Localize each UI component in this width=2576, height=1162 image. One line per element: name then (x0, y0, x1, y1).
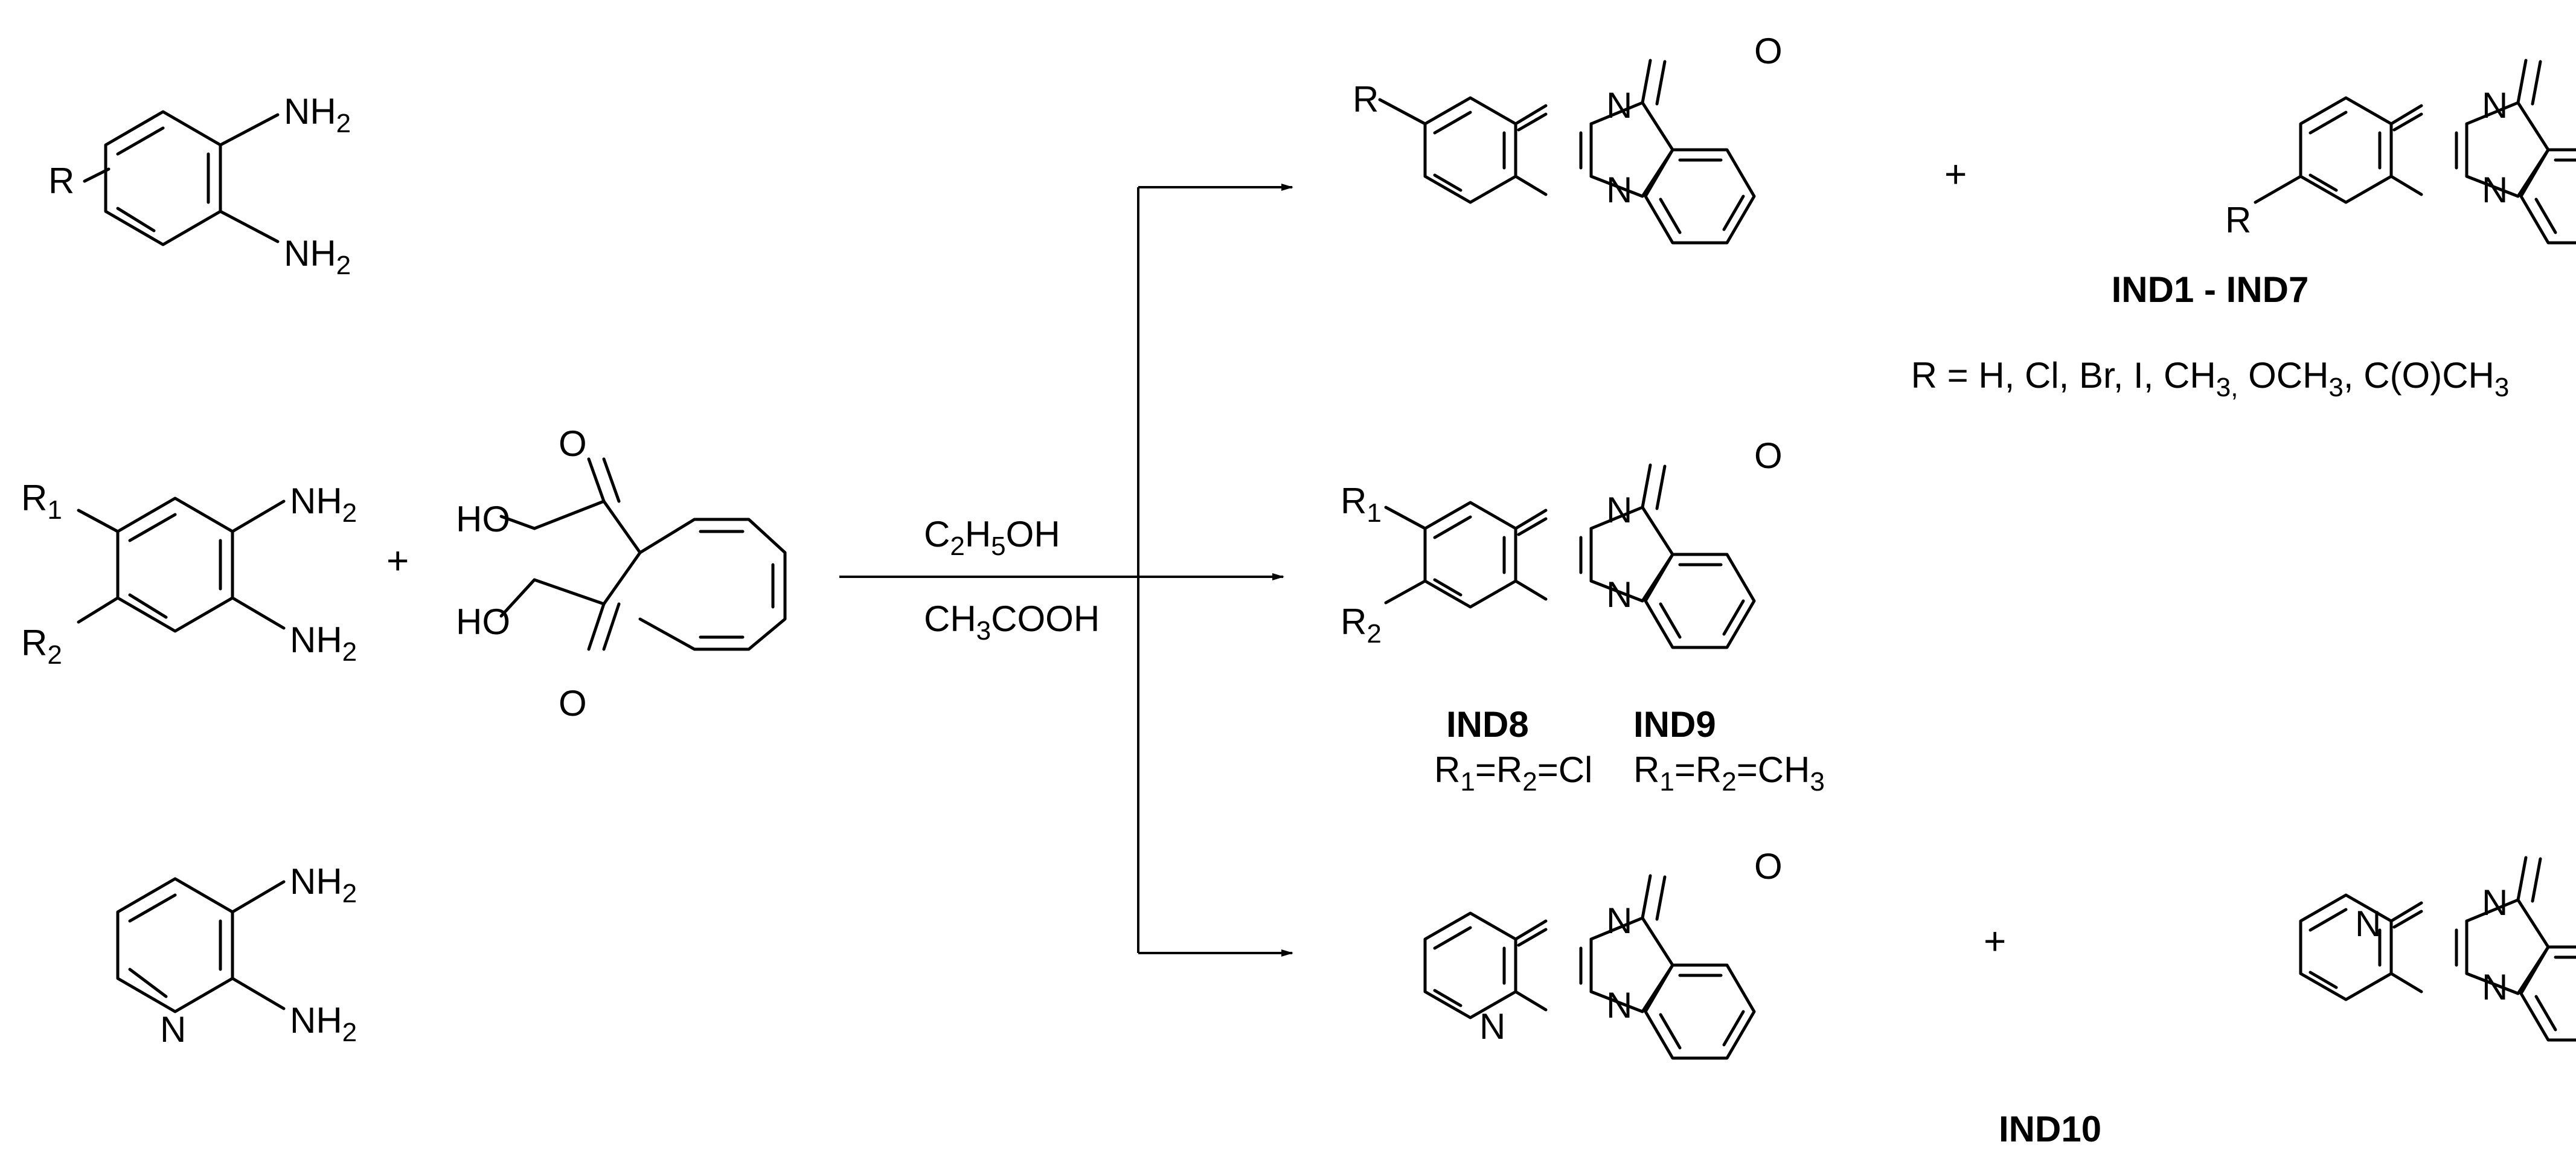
nitrogen-bottom: N (1606, 170, 1632, 210)
solvent-label: C2H5OH (924, 514, 1060, 561)
r2-label: R2 (21, 623, 62, 670)
ind8-substituents: R1=R2=Cl (1434, 750, 1592, 797)
oxygen: O (1754, 846, 1783, 887)
r-label: R (2225, 200, 2251, 240)
r-label: R (1353, 79, 1379, 120)
product-ind10-a: N N N O (1425, 846, 1783, 1058)
nh2-bottom-label: NH2 (290, 620, 357, 667)
nh2-top-label: NH2 (284, 91, 351, 138)
nitrogen-bottom: N (2482, 967, 2508, 1007)
product-ind1-7-b: R N N O (2225, 31, 2576, 243)
ho-bottom: HO (456, 602, 510, 642)
product-ind10-b: N N N O (2301, 828, 2576, 1040)
oxygen-top: O (559, 423, 587, 464)
ind8-label: IND8 (1446, 704, 1529, 745)
reactant-diaminopyridine: N NH2 NH2 (116, 861, 357, 1050)
pyridine-n: N (160, 1009, 186, 1050)
ind9-substituents: R1=R2=CH3 (1633, 750, 1825, 797)
acid-label: CH3COOH (924, 599, 1100, 646)
r1-label: R1 (1341, 481, 1382, 528)
ind10-label: IND10 (1999, 1109, 2101, 1149)
reactant-disubstituted-diamine: R1 R2 NH2 NH2 (21, 478, 357, 670)
r-label: R (48, 161, 74, 201)
plus-sign: + (386, 539, 409, 582)
nitrogen-top: N (1606, 900, 1632, 941)
nitrogen-bottom: N (1606, 985, 1632, 1026)
ind9-label: IND9 (1633, 704, 1716, 745)
nh2-bottom-label: NH2 (284, 233, 351, 280)
nh2-bottom-label: NH2 (290, 1000, 357, 1047)
plus-sign: + (1984, 919, 2006, 963)
ind1-7-r-values: R = H, Cl, Br, I, CH3, OCH3, C(O)CH3 (1911, 355, 2510, 402)
plus-sign: + (1944, 152, 1967, 196)
nitrogen-top: N (1606, 490, 1632, 530)
nh2-top-label: NH2 (290, 861, 357, 908)
r1-label: R1 (21, 478, 62, 525)
product-ind1-7-a: R N N O (1353, 31, 1783, 243)
nitrogen-bottom: N (1606, 574, 1632, 615)
r2-label: R2 (1341, 602, 1382, 649)
pyridine-n: N (2355, 904, 2381, 944)
oxygen: O (1754, 31, 1783, 71)
nitrogen-top: N (2482, 882, 2508, 923)
pyridine-n: N (1479, 1006, 1505, 1047)
nh2-top-label: NH2 (290, 481, 357, 528)
reactant-ninhydrin: O O HO HO (456, 423, 787, 724)
oxygen: O (1754, 435, 1783, 476)
ind1-7-label: IND1 - IND7 (2112, 269, 2309, 310)
nitrogen-top: N (2482, 85, 2508, 126)
nitrogen-bottom: N (2482, 170, 2508, 210)
product-ind8-9: R1 R2 N N O (1341, 435, 1783, 649)
ho-top: HO (456, 499, 510, 539)
reactant-phenylenediamine: R NH2 NH2 (48, 91, 351, 280)
oxygen-bottom: O (559, 683, 587, 724)
nitrogen-top: N (1606, 85, 1632, 126)
reaction-arrows (839, 184, 1293, 957)
